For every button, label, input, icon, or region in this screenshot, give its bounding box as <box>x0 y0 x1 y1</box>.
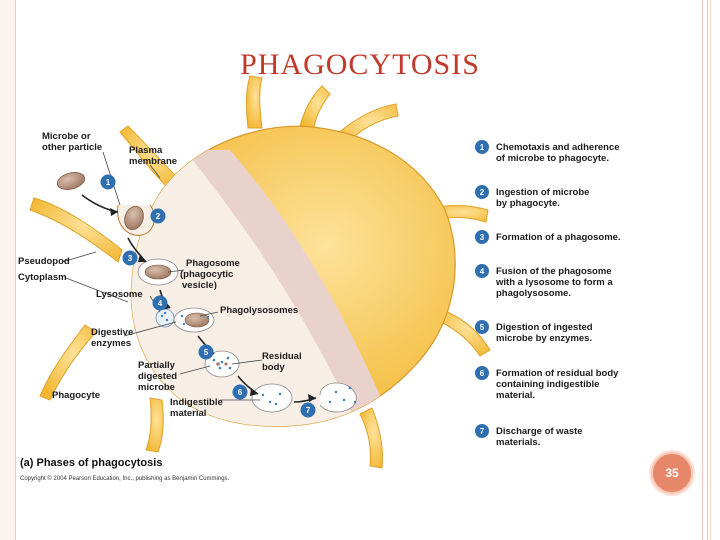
phagosome-microbe <box>144 264 172 280</box>
svg-text:2: 2 <box>480 188 485 197</box>
diagram-step-markers: 1 2 3 4 5 6 7 <box>100 174 316 418</box>
label-pseudopod: Pseudopod <box>18 256 70 267</box>
svg-text:3: 3 <box>480 233 485 242</box>
svg-text:2: 2 <box>156 212 161 221</box>
partially-digested-microbe <box>204 350 240 378</box>
svg-text:1: 1 <box>106 178 111 187</box>
leader-lines <box>61 151 263 401</box>
label-phagosome: Phagosome (phagocytic vesicle) <box>180 258 243 291</box>
right-frame-border-inner <box>710 0 713 540</box>
label-partially-digested: Partially digested microbe <box>138 360 180 393</box>
figure-caption: (a) Phases of phagocytosis <box>20 457 162 469</box>
left-frame-border <box>0 0 16 540</box>
label-phagolysosomes: Phagolysosomes <box>220 305 298 316</box>
label-cytoplasm: Cytoplasm <box>18 272 67 283</box>
copyright-note: Copyright © 2004 Pearson Education, Inc.… <box>20 475 230 482</box>
ingested-microbe <box>124 205 144 231</box>
slide-title: PHAGOCYTOSIS <box>240 48 480 81</box>
cytoplasm-region <box>131 150 360 427</box>
cell-section-plane <box>185 150 395 427</box>
residual-body <box>251 383 293 413</box>
label-residual-body: Residual body <box>262 351 304 373</box>
label-microbe: Microbe or other particle <box>42 131 102 153</box>
label-indigestible-material: Indigestible material <box>170 397 225 419</box>
step-item-3: 3 Formation of a phagosome. <box>475 230 621 244</box>
svg-text:6: 6 <box>480 369 485 378</box>
right-frame-border <box>702 0 708 540</box>
svg-text:7: 7 <box>306 406 311 415</box>
svg-text:4: 4 <box>158 299 163 308</box>
microbe-particle <box>56 172 86 190</box>
label-digestive-enzymes: Digestive enzymes <box>91 327 136 349</box>
svg-text:6: 6 <box>238 388 243 397</box>
svg-text:7: 7 <box>480 427 485 436</box>
svg-text:5: 5 <box>480 323 485 332</box>
svg-text:5: 5 <box>204 348 209 357</box>
svg-text:4: 4 <box>480 267 485 276</box>
label-plasma-membrane: Plasma membrane <box>129 145 177 167</box>
svg-text:Formation of a phagosome.: Formation of a phagosome. <box>496 232 621 243</box>
label-lysosome: Lysosome <box>96 289 143 300</box>
svg-text:1: 1 <box>480 143 485 152</box>
label-phagocyte: Phagocyte <box>52 390 100 401</box>
svg-text:3: 3 <box>128 254 133 263</box>
discharge-vesicle <box>319 382 357 413</box>
page-number-badge: 35 <box>651 452 693 494</box>
lysosome <box>155 308 175 328</box>
